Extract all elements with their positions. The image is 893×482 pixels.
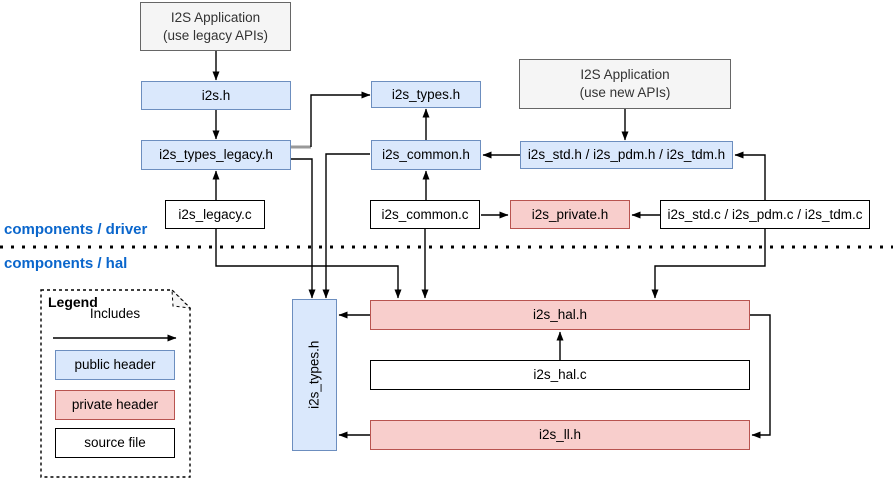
legend-includes-label: Includes xyxy=(89,306,141,321)
node-label: i2s_types.h xyxy=(391,86,461,102)
node-i2s-common-h: i2s_common.h xyxy=(371,140,481,170)
node-label: i2s_hal.h xyxy=(532,307,588,323)
legend-outline xyxy=(40,289,191,478)
node-label: (use new APIs) xyxy=(579,85,671,100)
node-label: i2s_private.h xyxy=(531,206,609,222)
legend-folded-corner-icon xyxy=(171,289,191,309)
legend-source-file-swatch: source file xyxy=(55,428,175,458)
legend: Legend Includes public header private he… xyxy=(40,289,191,478)
section-label-driver: components / driver xyxy=(4,221,148,238)
node-i2s-hal-c: i2s_hal.c xyxy=(370,360,750,390)
edge-i2s-std-c--i2s-hal-h xyxy=(651,229,766,299)
node-label: i2s_hal.c xyxy=(533,367,587,383)
node-i2s-types-h: i2s_types.h xyxy=(371,81,481,108)
edge-i2s-std-c--i2s-std-h xyxy=(734,151,766,200)
edge-i2s-types-legacy-h--i2s-types-h-hal xyxy=(291,158,316,299)
node-i2s-application-legacy: I2S Application (use legacy APIs) xyxy=(140,2,291,51)
node-i2s-std-pdm-tdm-h: i2s_std.h / i2s_pdm.h / i2s_tdm.h xyxy=(520,141,733,169)
edge-i2s-hal-h--i2s-ll-h xyxy=(750,314,771,439)
node-label: i2s_legacy.c xyxy=(178,206,252,222)
node-label: I2S Application xyxy=(170,9,261,25)
node-i2s-application-new: I2S Application (use new APIs) xyxy=(519,59,731,109)
node-label: i2s_common.c xyxy=(381,206,469,222)
legend-public-header-swatch: public header xyxy=(55,350,175,380)
section-label-hal: components / hal xyxy=(4,255,128,272)
node-i2s-private-h: i2s_private.h xyxy=(510,200,630,229)
node-label: i2s_std.h / i2s_pdm.h / i2s_tdm.h xyxy=(527,147,726,163)
node-label: i2s_ll.h xyxy=(538,427,582,443)
node-i2s-std-pdm-tdm-c: i2s_std.c / i2s_pdm.c / i2s_tdm.c xyxy=(660,200,870,229)
node-label: (use legacy APIs) xyxy=(162,27,269,43)
edge-i2s-legacy-c--i2s-hal-h xyxy=(215,229,402,299)
node-i2s-types-legacy-h: i2s_types_legacy.h xyxy=(141,140,291,170)
legend-title: Legend xyxy=(48,294,98,310)
node-label: i2s_std.c / i2s_pdm.c / i2s_tdm.c xyxy=(667,206,863,222)
node-label: I2S Application xyxy=(580,67,670,83)
edge-i2s-types-legacy-h--i2s-types-h xyxy=(310,91,371,147)
node-label: i2s.h xyxy=(201,87,231,103)
node-label: i2s_common.h xyxy=(382,147,470,163)
legend-swatch-label: public header xyxy=(74,357,156,373)
legend-private-header-swatch: private header xyxy=(55,390,175,420)
edge-i2s-common-h--i2s-types-h-hal xyxy=(322,153,370,299)
node-i2s-legacy-c: i2s_legacy.c xyxy=(165,200,265,229)
node-i2s-ll-h: i2s_ll.h xyxy=(370,420,750,450)
legend-swatch-label: source file xyxy=(84,435,146,451)
node-label: i2s_types.h xyxy=(306,340,322,410)
node-i2s-common-c: i2s_common.c xyxy=(370,200,480,229)
node-label: i2s_types_legacy.h xyxy=(159,147,273,163)
legend-swatch-label: private header xyxy=(71,397,159,413)
node-i2s-hal-h: i2s_hal.h xyxy=(370,300,750,330)
node-i2s-h: i2s.h xyxy=(141,81,291,110)
legend-border xyxy=(40,289,191,478)
node-i2s-types-h-hal: i2s_types.h xyxy=(292,299,337,451)
